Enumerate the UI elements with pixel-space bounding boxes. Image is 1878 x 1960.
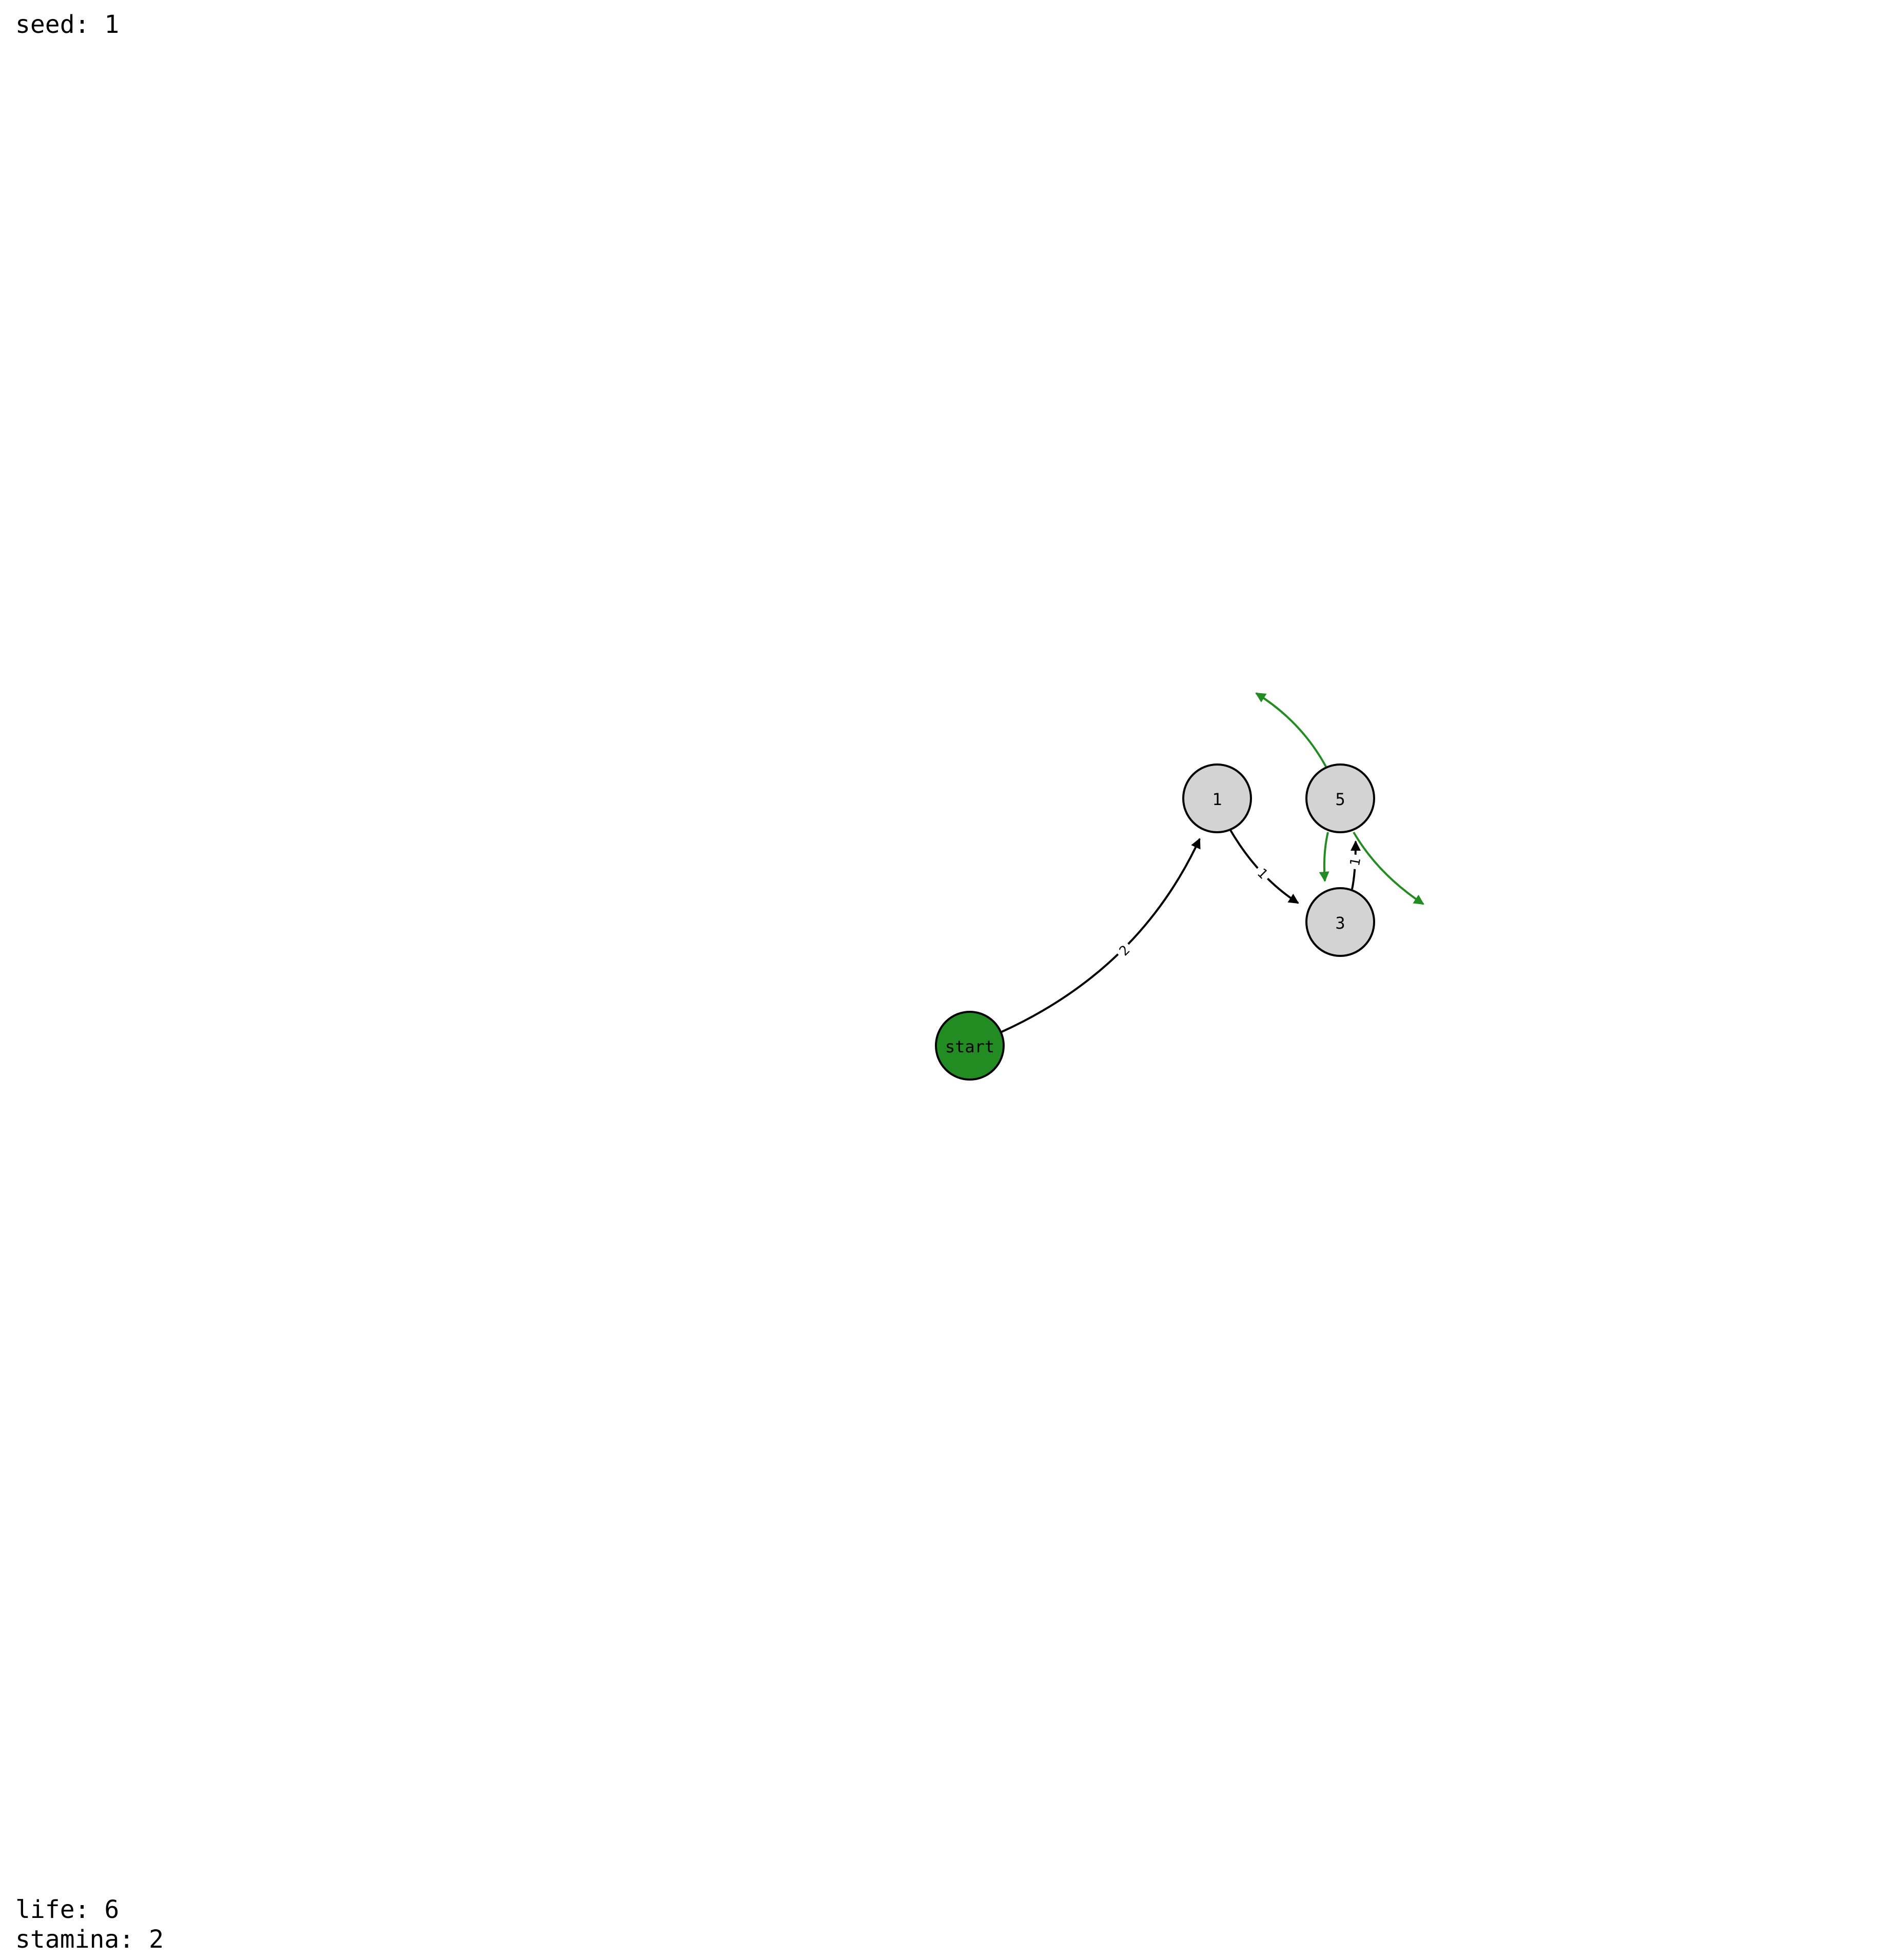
node-start[interactable]: start <box>935 1011 1005 1081</box>
edge-5-to-offscreen-right <box>1353 831 1424 905</box>
node-5-label: 5 <box>1335 790 1345 809</box>
node-5[interactable]: 5 <box>1305 763 1375 833</box>
node-1[interactable]: 1 <box>1182 763 1252 833</box>
node-3-label: 3 <box>1335 913 1345 933</box>
life-readout: life: 6 <box>15 1895 120 1924</box>
seed-readout: seed: 1 <box>15 10 120 39</box>
stamina-readout: stamina: 2 <box>15 1925 164 1954</box>
node-start-label: start <box>945 1037 994 1056</box>
edge-5-to-3-available <box>1319 832 1329 882</box>
nodes-layer: start 1 5 3 <box>935 763 1375 1081</box>
node-3[interactable]: 3 <box>1305 887 1375 957</box>
edge-5-to-offscreen-up <box>1255 692 1327 767</box>
edge-weight-3-to-5: 1 <box>1347 857 1364 868</box>
edge-start-to-1 <box>1000 838 1201 1033</box>
node-1-label: 1 <box>1212 790 1222 809</box>
